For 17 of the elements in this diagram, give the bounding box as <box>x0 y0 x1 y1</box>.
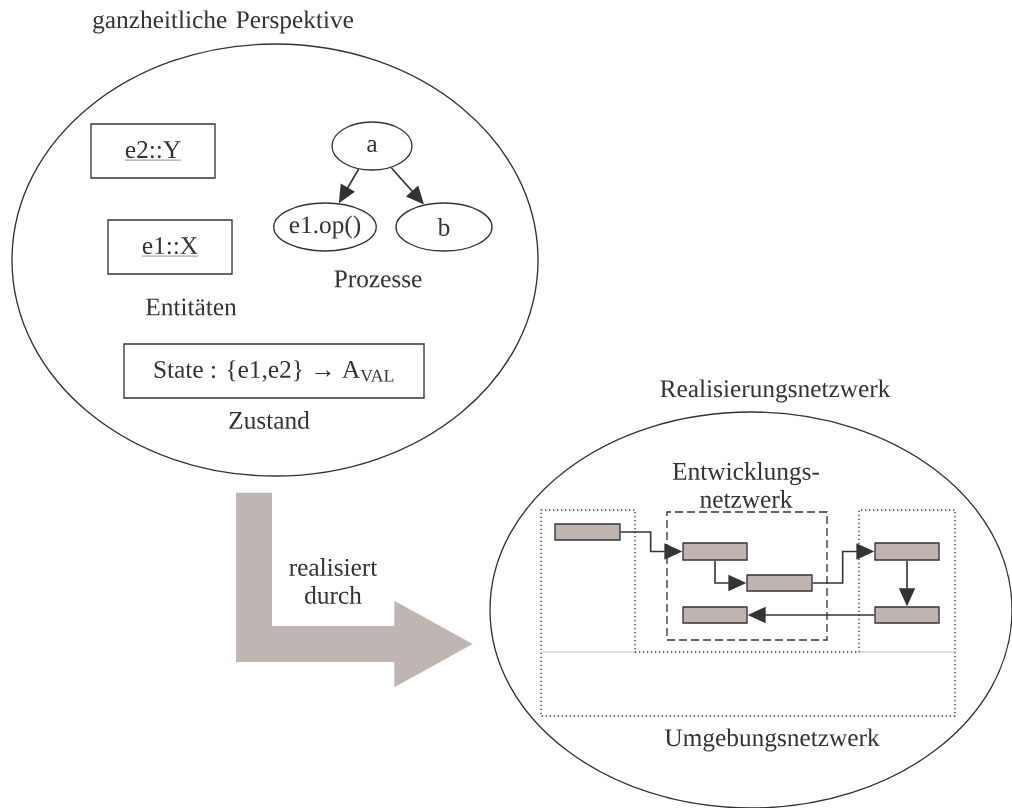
bar <box>746 574 813 592</box>
bar <box>682 606 748 624</box>
entity-box: e2::Y <box>90 123 216 179</box>
bar <box>874 606 940 624</box>
bar <box>874 542 940 561</box>
bar <box>554 523 621 541</box>
group-label: Entitäten <box>146 298 237 316</box>
bar <box>682 542 748 561</box>
state-box: State : {e1,e2} → A$_{VAL}$ Zustand <box>123 343 425 429</box>
node-label: Realisierungsnetzwerk <box>660 379 891 403</box>
node-label: Entwicklungs- netzwerk <box>672 462 819 508</box>
entity-box: e1::X <box>107 219 233 275</box>
group-label: Prozesse <box>334 270 422 288</box>
node-label: Zustand <box>229 411 310 429</box>
node-label: Umgebungsnetzwerk <box>664 728 880 752</box>
edge-label: realisiert durch <box>286 556 380 606</box>
node-label: ganzheitliche Perspektive <box>93 10 354 34</box>
